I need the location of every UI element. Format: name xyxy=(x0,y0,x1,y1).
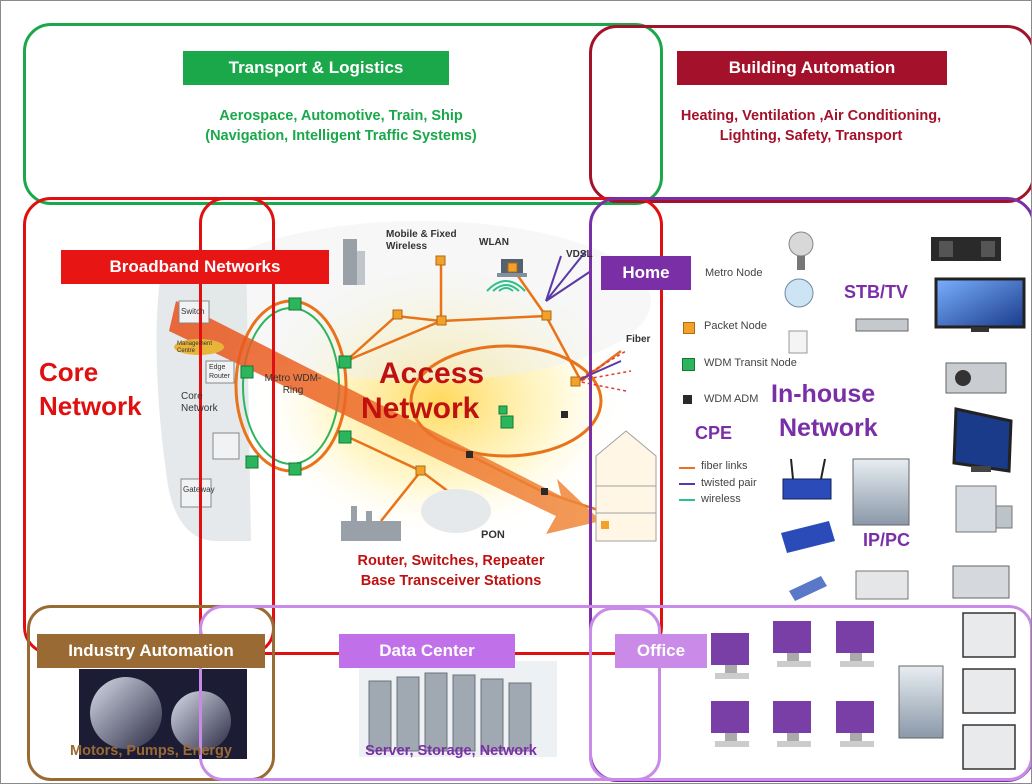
pc-tower-icon xyxy=(852,458,910,526)
legend-wdm-transit-swatch xyxy=(682,358,695,371)
legend-packet-node-swatch xyxy=(683,322,695,334)
house-icon xyxy=(595,430,657,542)
cpe-label: CPE xyxy=(695,423,733,443)
projector-icon xyxy=(945,362,1007,394)
wireless-tower-icon xyxy=(343,239,365,285)
legend-wdm-adm-swatch xyxy=(683,395,692,404)
core-network-title-line1: Core xyxy=(39,357,99,387)
broadband-arrow xyxy=(169,301,601,534)
legend-fiber-swatch xyxy=(679,467,695,469)
core-net-label: Core Network xyxy=(181,391,218,414)
pon-cloud xyxy=(421,489,491,533)
vdsl-label: VDSL xyxy=(566,249,593,260)
fiber-label: Fiber xyxy=(626,334,651,345)
settop-box-icon xyxy=(855,318,909,332)
datacenter-label: Data Center xyxy=(339,634,515,668)
wdm-transit-nodes xyxy=(240,297,514,476)
access-caption-line1: Router, Switches, Repeater xyxy=(357,553,545,569)
data-center-image xyxy=(359,661,557,757)
broadband-label: Broadband Networks xyxy=(61,250,329,284)
industry-label: Industry Automation xyxy=(37,634,265,668)
phone-icon xyxy=(789,576,827,601)
legend-packet-node: Packet Node xyxy=(704,320,767,332)
socket-icon xyxy=(788,330,808,354)
access-network-title-line1: Access xyxy=(379,357,485,390)
dish-icon xyxy=(784,278,814,308)
office-inner-region xyxy=(589,607,661,781)
legend-metro-node: Metro Node xyxy=(705,267,763,279)
industry-region xyxy=(27,605,275,781)
gateway-label: Gateway xyxy=(183,485,215,494)
inhouse-network-line2: Network xyxy=(779,414,878,442)
building-region xyxy=(589,25,1031,203)
home-label: Home xyxy=(601,256,691,290)
twisted-pair-links xyxy=(545,250,622,382)
metro-label: Metro WDM-Ring xyxy=(264,373,322,396)
office-server-icon xyxy=(898,665,944,739)
fax-icon xyxy=(855,570,909,600)
legend-twisted-swatch xyxy=(679,483,695,485)
building-label: Building Automation xyxy=(677,51,947,85)
remote-control-icon xyxy=(781,521,835,553)
legend-fiber-links: fiber links xyxy=(701,460,748,472)
legend-wireless-swatch xyxy=(679,499,695,501)
mgmt-label: Management Centre xyxy=(177,341,213,354)
monitor-icon xyxy=(952,407,1013,473)
edge-box-icon xyxy=(212,432,240,460)
pon-label: PON xyxy=(481,529,505,541)
switch-label: Switch xyxy=(181,307,205,316)
packet-nodes xyxy=(392,255,581,476)
edge-label: Edge Router xyxy=(209,364,231,380)
tv-icon xyxy=(934,277,1026,332)
industry-caption: Motors, Pumps, Energy xyxy=(70,743,232,759)
dashed-links xyxy=(575,350,632,392)
transport-caption-line1: Aerospace, Automotive, Train, Ship xyxy=(219,108,463,124)
office-printers xyxy=(962,612,1016,770)
stb-tv-label: STB/TV xyxy=(844,282,909,302)
access-network-title-line2: Network xyxy=(361,392,480,425)
mobile-label: Mobile & Fixed Wireless xyxy=(386,229,457,252)
factory-icon xyxy=(341,506,401,541)
wlan-label: WLAN xyxy=(479,237,509,248)
legend-wdm-adm: WDM ADM xyxy=(704,393,759,405)
datacenter-caption: Server, Storage, Network xyxy=(365,743,537,759)
edge-router-icon xyxy=(205,360,235,384)
stereo-icon xyxy=(931,237,1001,261)
media-player-icon xyxy=(955,485,1013,533)
office-label: Office xyxy=(615,634,707,668)
office-computers xyxy=(711,621,874,747)
transport-label: Transport & Logistics xyxy=(183,51,449,85)
inhouse-network-line1: In-house xyxy=(771,380,876,408)
legend-wdm-transit: WDM Transit Node xyxy=(704,357,797,369)
ip-pc-label: IP/PC xyxy=(863,530,911,550)
printer-icon xyxy=(952,565,1010,599)
core-network-title-line2: Network xyxy=(39,391,142,421)
transport-caption-line2: (Navigation, Intelligent Traffic Systems… xyxy=(205,128,477,144)
access-caption-line2: Base Transceiver Stations xyxy=(360,573,542,589)
legend-twisted-pair: twisted pair xyxy=(701,477,757,489)
satellite-icon xyxy=(788,231,814,270)
wifi-icon xyxy=(486,280,526,292)
transport-region xyxy=(23,23,663,205)
gears-image xyxy=(79,669,247,759)
access-ring xyxy=(409,344,603,458)
router-icon xyxy=(782,458,832,500)
building-caption-line1: Heating, Ventilation ,Air Conditioning, xyxy=(680,108,942,124)
wdm-adm-nodes xyxy=(466,411,568,495)
legend-wireless: wireless xyxy=(701,493,741,505)
gateway-icon xyxy=(180,478,212,508)
building-caption-line2: Lighting, Safety, Transport xyxy=(719,128,903,144)
